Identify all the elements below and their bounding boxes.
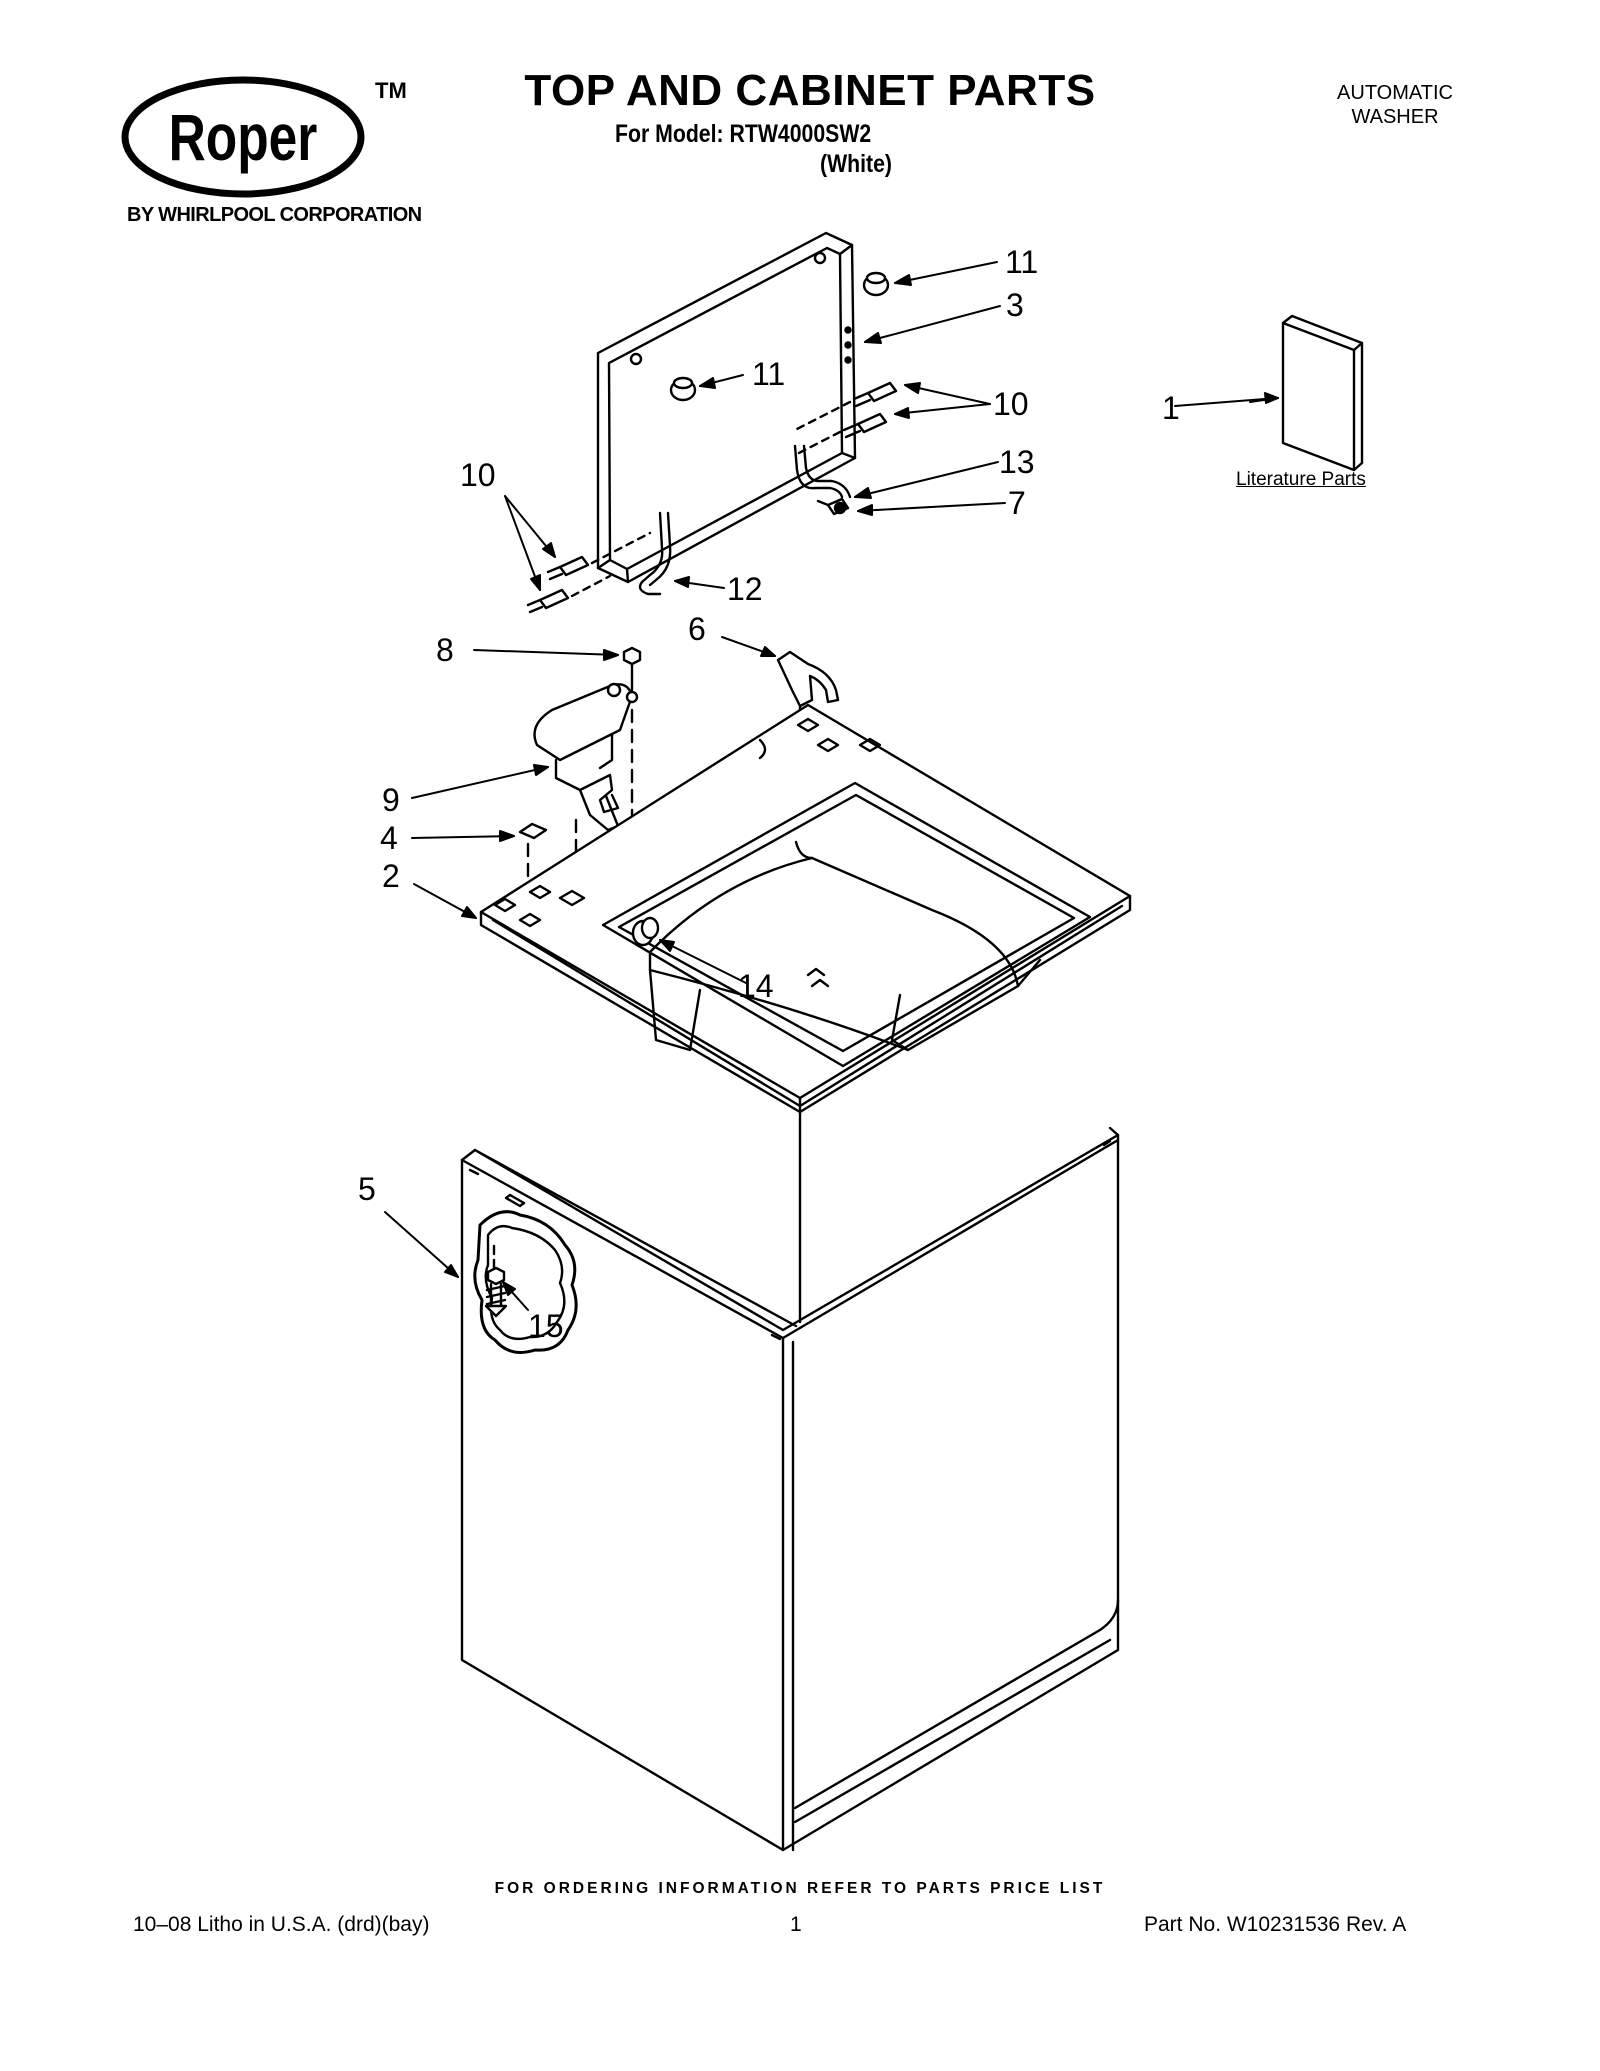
callout-11-upper: 11 (1005, 244, 1039, 280)
lid-part-3 (596, 231, 857, 584)
callout-10-right: 10 (993, 386, 1029, 422)
roper-logo: Roper TM BY WHIRLPOOL CORPORATION (120, 70, 480, 230)
ordering-note: FOR ORDERING INFORMATION REFER TO PARTS … (494, 1880, 1106, 1897)
callout-10-left: 10 (460, 457, 496, 493)
color-line: (White) (820, 150, 892, 178)
literature-parts-label: Literature Parts (1236, 469, 1366, 490)
callout-4: 4 (380, 820, 398, 856)
top-gasket-part-14 (631, 916, 830, 988)
callout-7: 7 (1008, 485, 1026, 521)
top-panel-part-2 (479, 703, 1132, 1114)
callout-2: 2 (382, 858, 400, 894)
model-line: For Model: RTW4000SW2 (615, 120, 872, 148)
product-type-line2: WASHER (1351, 106, 1439, 128)
callout-6: 6 (688, 611, 706, 647)
lid-bumper-part-11 (669, 271, 890, 402)
logo-brand-text: Roper (169, 100, 318, 175)
part-number: Part No. W10231536 Rev. A (1144, 1913, 1407, 1936)
callout-3: 3 (1006, 287, 1024, 323)
hinge-screws-left-part-10 (526, 531, 652, 614)
page-number: 1 (790, 1913, 802, 1936)
callout-9: 9 (382, 782, 400, 818)
cabinet-part-5 (460, 1110, 1120, 1852)
callout-15: 15 (528, 1308, 564, 1344)
product-type-line1: AUTOMATIC (1337, 82, 1453, 104)
hinge-screws-right-part-10 (793, 381, 898, 457)
callout-13: 13 (999, 444, 1035, 480)
page-title: TOP AND CABINET PARTS (524, 66, 1096, 115)
callout-8: 8 (436, 632, 454, 668)
hinge-screw-part-7 (816, 497, 850, 516)
callout-12: 12 (727, 571, 763, 607)
litho-info: 10–08 Litho in U.S.A. (drd)(bay) (133, 1913, 430, 1936)
lid-switch-screw-part-8 (622, 646, 642, 822)
lid-switch-part-9 (533, 682, 634, 832)
hinge-rod-part-12 (638, 511, 672, 596)
cabinet-screw-part-15 (484, 1266, 508, 1318)
hinge-rod-part-13 (793, 444, 852, 499)
logo-byline: BY WHIRLPOOL CORPORATION (127, 204, 422, 226)
roper-logo-mark: Roper (121, 76, 365, 198)
literature-parts-part-1 (1281, 314, 1364, 472)
callout-14: 14 (738, 968, 774, 1004)
trademark-mark: TM (375, 78, 407, 103)
callout-1: 1 (1162, 390, 1180, 426)
callout-leaders (384, 261, 1279, 1311)
callout-5: 5 (358, 1171, 376, 1207)
callout-11-lower: 11 (752, 356, 786, 392)
